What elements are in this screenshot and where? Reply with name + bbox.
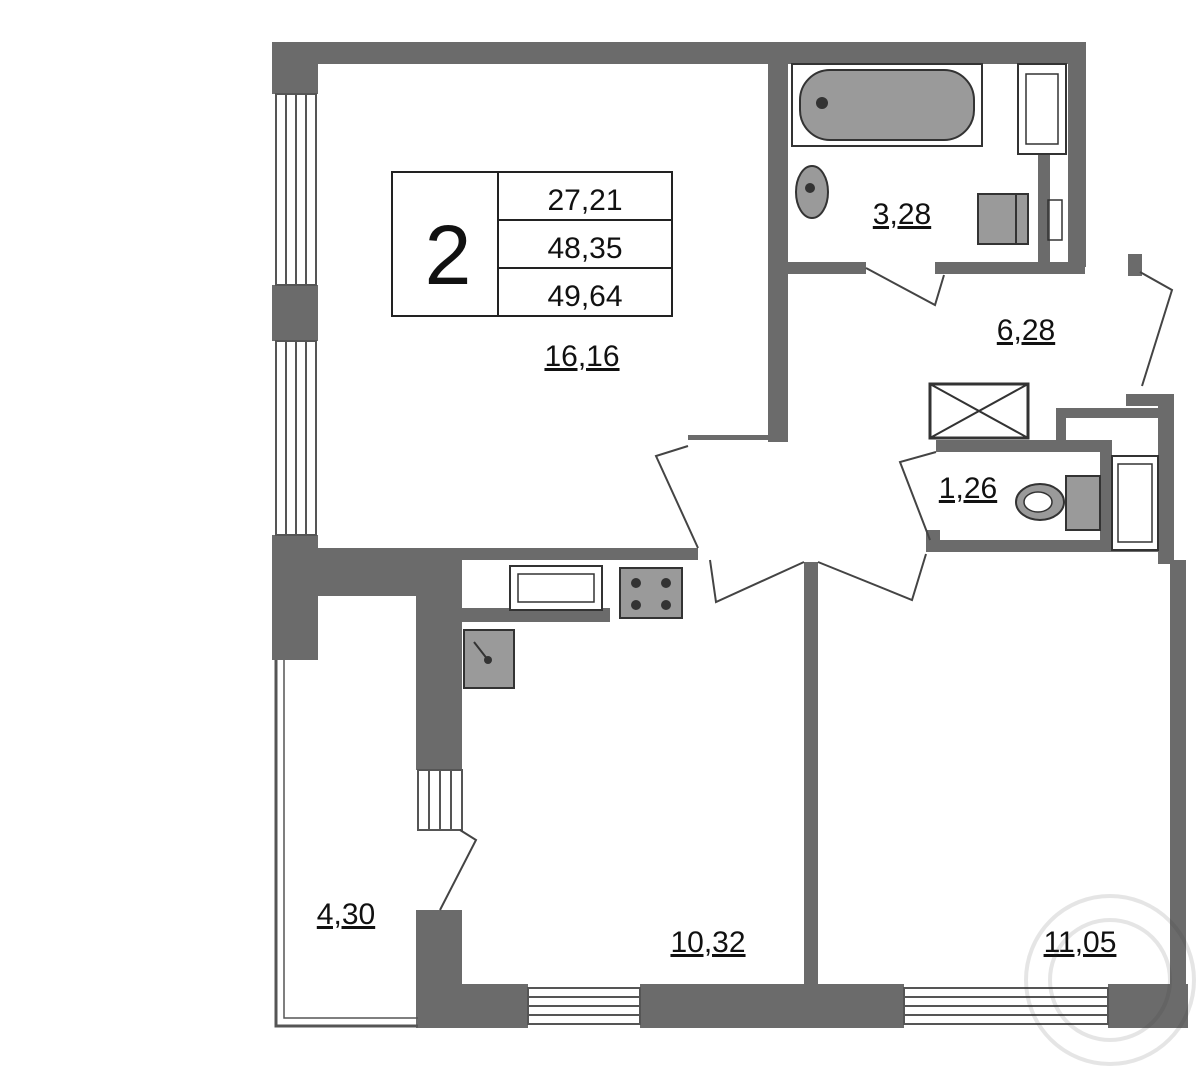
toilet-icon [1015, 475, 1101, 531]
door-toilet [898, 451, 937, 541]
door-entrance [1139, 271, 1174, 387]
window-balcony-door [417, 769, 463, 831]
window-bedroom [903, 987, 1109, 1025]
washbasin-icon [795, 165, 829, 219]
wall-living-corner [688, 425, 788, 440]
bathtub-icon [791, 63, 983, 147]
watermark-logo [1024, 894, 1196, 1066]
wall-toilet-top2 [936, 440, 1106, 452]
balcony-railing [274, 660, 418, 1028]
wall-toilet-leftpost [926, 530, 940, 552]
toilet-cabinet-icon [1111, 455, 1159, 551]
area-bathroom: 3,28 [873, 198, 931, 231]
fixtures [463, 63, 1159, 689]
window-living-upper [275, 93, 317, 286]
wall-bottom-1 [416, 984, 528, 1028]
area-toilet: 1,26 [939, 472, 997, 505]
wall-bath-right [1038, 140, 1050, 272]
wall-toilet-right [1100, 440, 1112, 550]
door-living [654, 445, 699, 549]
wall-left-mid [272, 285, 318, 341]
wall-toilet-bottom [936, 540, 1166, 552]
total-area: 48,35 [547, 232, 622, 265]
wall-bath-bottom2 [935, 262, 1085, 274]
summary-box [391, 171, 673, 317]
area-balcony: 4,30 [317, 898, 375, 931]
washing-machine-icon [977, 193, 1063, 245]
wall-kitchen-bedroom [804, 562, 818, 988]
window-living-lower [275, 340, 317, 536]
wall-toilet-top [1056, 408, 1166, 418]
kitchen-sink-icon [463, 629, 515, 689]
walls [272, 42, 1188, 1028]
rooms-count: 2 [425, 208, 472, 302]
wall-toilet-left [1056, 408, 1066, 448]
wall-left-top [272, 42, 318, 94]
bath-cabinet-icon [1017, 63, 1067, 155]
windows [272, 93, 1109, 1028]
wall-bottom-2 [640, 984, 904, 1028]
door-bathroom [865, 267, 945, 307]
wall-top [272, 42, 1086, 64]
area-living-room: 16,16 [544, 340, 619, 373]
wall-kitchen-left [416, 560, 462, 770]
door-balcony [439, 829, 478, 911]
area-hallway: 6,28 [997, 314, 1055, 347]
kitchen-counter-icon [509, 565, 603, 611]
wall-right-bottom [1170, 560, 1186, 1028]
area-bedroom: 11,05 [1044, 926, 1117, 959]
wall-bath-bottom [780, 262, 866, 274]
wall-living-bottom [318, 548, 698, 560]
doors [439, 267, 1174, 911]
total-area-with-balcony: 49,64 [547, 280, 622, 313]
door-bedroom [817, 553, 927, 602]
wall-hall-notch [1128, 254, 1142, 276]
ventilation-shaft-icon [928, 382, 1030, 440]
door-kitchen [709, 559, 805, 604]
balcony-column [272, 596, 318, 660]
wall-kitchen-top [460, 608, 610, 622]
living-area: 27,21 [547, 184, 622, 217]
wall-right-column [1158, 394, 1174, 564]
window-kitchen [527, 987, 641, 1025]
stove-icon [619, 567, 683, 619]
wall-living-bath [768, 60, 788, 442]
wall-right-top [1068, 42, 1086, 267]
area-kitchen: 10,32 [670, 926, 745, 959]
